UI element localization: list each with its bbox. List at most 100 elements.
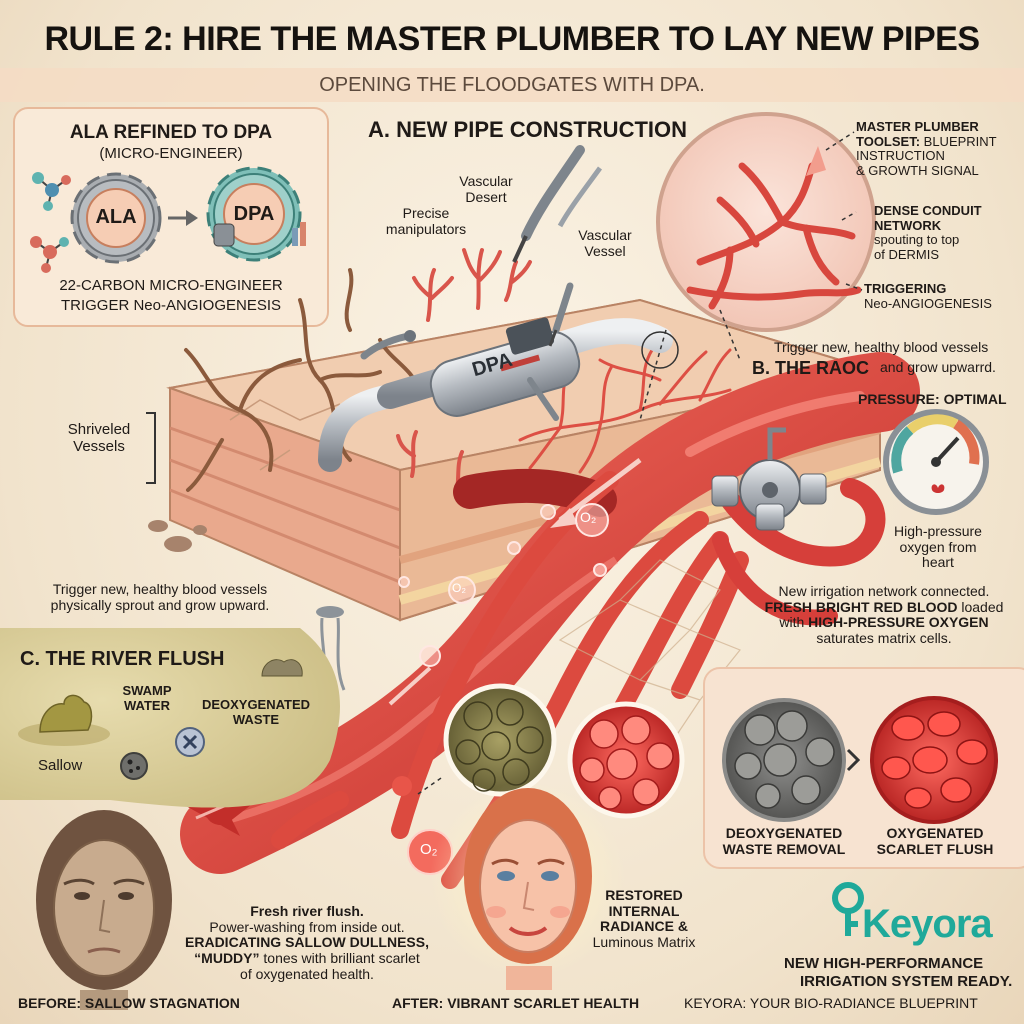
ala-panel-title: ALA REFINED TO DPA [69, 122, 273, 143]
zoom-label-1-l2b: TOOLSET: [856, 133, 921, 149]
restored-caption: RESTORED INTERNAL RADIANCE & Luminous Ma… [582, 887, 706, 951]
label-shriveled-1: Shriveled [67, 421, 131, 438]
keyora-logo-icon [832, 882, 864, 936]
section-b-intro: Trigger new, healthy blood vessels [774, 339, 989, 355]
cell-right-caption-1: OXYGENATED [886, 825, 984, 841]
ala-panel-subtitle: (MICRO-ENGINEER) [99, 145, 243, 162]
cell-left-caption: DEOXYGENATED WASTE REMOVAL [704, 825, 864, 857]
flush-caption-5: of oxygenated health. [240, 965, 374, 982]
page-title: RULE 2: HIRE THE MASTER PLUMBER TO LAY N… [44, 20, 980, 58]
zoom-label-2-r2: of DERMIS [874, 246, 940, 262]
deoxygenated-waste-label: DEOXYGENATED WASTE [196, 697, 316, 727]
network-caption: New irrigation network connected. FRESH … [744, 583, 1024, 647]
restored-3: RADIANCE & [600, 918, 688, 935]
label-vascular-desert: Vascular Desert [448, 173, 524, 205]
sallow-label: Sallow [38, 757, 83, 774]
pressure-gauge-icon [883, 409, 989, 515]
before-caption: BEFORE: SALLOW STAGNATION [18, 995, 240, 1011]
swamp-label-2: WATER [124, 697, 170, 713]
vascular-sprouts [396, 248, 532, 498]
zoom-circle [656, 112, 876, 332]
gauge-caption: High-pressure oxygen from heart [876, 523, 1000, 571]
after-caption: AFTER: VIBRANT SCARLET HEALTH [392, 995, 640, 1011]
flush-caption-4b: “MUDDY” [194, 950, 260, 967]
manifold-icon [711, 427, 886, 626]
zoom-label-3-b: TRIGGERING [864, 281, 947, 296]
face-before [36, 810, 172, 1010]
gear-icon [206, 166, 306, 262]
molecule-icon [30, 236, 69, 273]
brand-name: Keyora [862, 902, 993, 946]
flush-caption-2: Power-washing from inside out. [209, 918, 405, 935]
label-manipulators-1: Precise [402, 205, 450, 221]
label-vessel-1: Vascular [578, 227, 632, 243]
zoom-label-toolset: MASTER PLUMBER TOOLSET: BLUEPRINT INSTRU… [856, 119, 997, 178]
flush-caption-4r: tones with brilliant scarlet [259, 950, 420, 967]
network-caption-2r: loaded [957, 598, 1004, 615]
zoom-label-1-l4: & GROWTH SIGNAL [856, 162, 979, 178]
pressure-label: PRESSURE: OPTIMAL [858, 391, 1007, 407]
section-a-caption: Trigger new, healthy blood vessels physi… [18, 581, 302, 613]
cell-left-caption-2: WASTE REMOVAL [722, 840, 846, 857]
flush-caption-3: ERADICATING SALLOW DULLNESS, [185, 934, 429, 951]
section-c-heading: C. THE RIVER FLUSH [20, 648, 225, 670]
gear-ala-label: ALA [95, 206, 137, 228]
oxygen-bubble-label: O₂ [452, 581, 466, 595]
network-caption-4: saturates matrix cells. [816, 630, 952, 647]
label-desert-1: Vascular [459, 173, 513, 189]
dpa-pipe [316, 317, 673, 621]
zoom-label-1-l2r: BLUEPRINT [920, 133, 997, 149]
gauge-caption-3: heart [922, 554, 954, 571]
flush-caption: Fresh river flush. Power-washing from in… [176, 903, 438, 982]
swamp-label: SWAMP WATER [112, 683, 182, 713]
flush-caption-1: Fresh river flush. [250, 903, 364, 919]
gauge-caption-1: High-pressure [894, 523, 982, 539]
manipulator-tool [512, 145, 603, 263]
network-caption-2b: FRESH BRIGHT RED BLOOD [764, 598, 958, 615]
section-a-heading: A. NEW PIPE CONSTRUCTION [368, 117, 688, 142]
subtitle-band [0, 68, 1024, 102]
chevron-right-icon [846, 748, 861, 772]
label-manipulators: Precise manipulators [378, 205, 474, 237]
gray-cell-circle [722, 698, 846, 822]
zoom-label-2-r1: spouting to top [874, 232, 960, 248]
ala-caption-1: 22-CARBON MICRO-ENGINEER [59, 277, 283, 294]
page-subtitle: OPENING THE FLOODGATES WITH DPA. [319, 74, 705, 96]
label-desert-2: Desert [465, 188, 507, 205]
zoom-label-2-b2: NETWORK [874, 217, 942, 233]
tagline-1: NEW HIGH-PERFORMANCE [784, 955, 984, 972]
swamp-label-1: SWAMP [122, 683, 172, 698]
label-shriveled-2: Vessels [73, 437, 125, 455]
section-b-intro-2: and grow upwarrd. [880, 359, 996, 375]
red-cell-circle [567, 701, 685, 819]
network-caption-1: New irrigation network connected. [778, 583, 990, 599]
zoom-label-3-r: Neo-ANGIOGENESIS [864, 295, 992, 311]
zoom-label-2-b1: DENSE CONDUIT [874, 203, 982, 218]
section-a-caption-2: physically sprout and grow upward. [50, 596, 270, 613]
tagline-2: IRRIGATION SYSTEM READY. [800, 973, 1013, 990]
label-manipulators-2: manipulators [385, 220, 467, 237]
section-b-heading: B. THE RAOC [752, 358, 869, 378]
deox-label-2: WASTE [232, 711, 280, 727]
gear-icon [70, 172, 162, 264]
zoom-source [641, 331, 679, 369]
x-icon [175, 727, 205, 757]
manipulator-tool [360, 330, 416, 360]
deox-label-1: DEOXYGENATED [201, 697, 311, 712]
label-vessel-2: Vessel [584, 242, 626, 259]
section-a-caption-1: Trigger new, healthy blood vessels [52, 581, 268, 597]
tagline-3: KEYORA: YOUR BIO-RADIANCE BLUEPRINT [684, 995, 978, 1011]
molecule-icon [32, 172, 71, 211]
leader-lines [417, 775, 445, 795]
oxygen-bubble-label: O₂ [420, 841, 438, 858]
manipulator-tool [527, 282, 574, 421]
leader-lines [639, 131, 863, 421]
cell-left-caption-1: DEOXYGENATED [725, 825, 843, 841]
zoom-label-triggering: TRIGGERING Neo-ANGIOGENESIS [864, 281, 992, 311]
network-caption-3b: HIGH-PRESSURE OXYGEN [808, 614, 989, 631]
network-caption-3p: with [779, 614, 809, 631]
oxygen-bubble-icon [398, 503, 609, 667]
cell-right-caption-2: SCARLET FLUSH [876, 840, 994, 857]
